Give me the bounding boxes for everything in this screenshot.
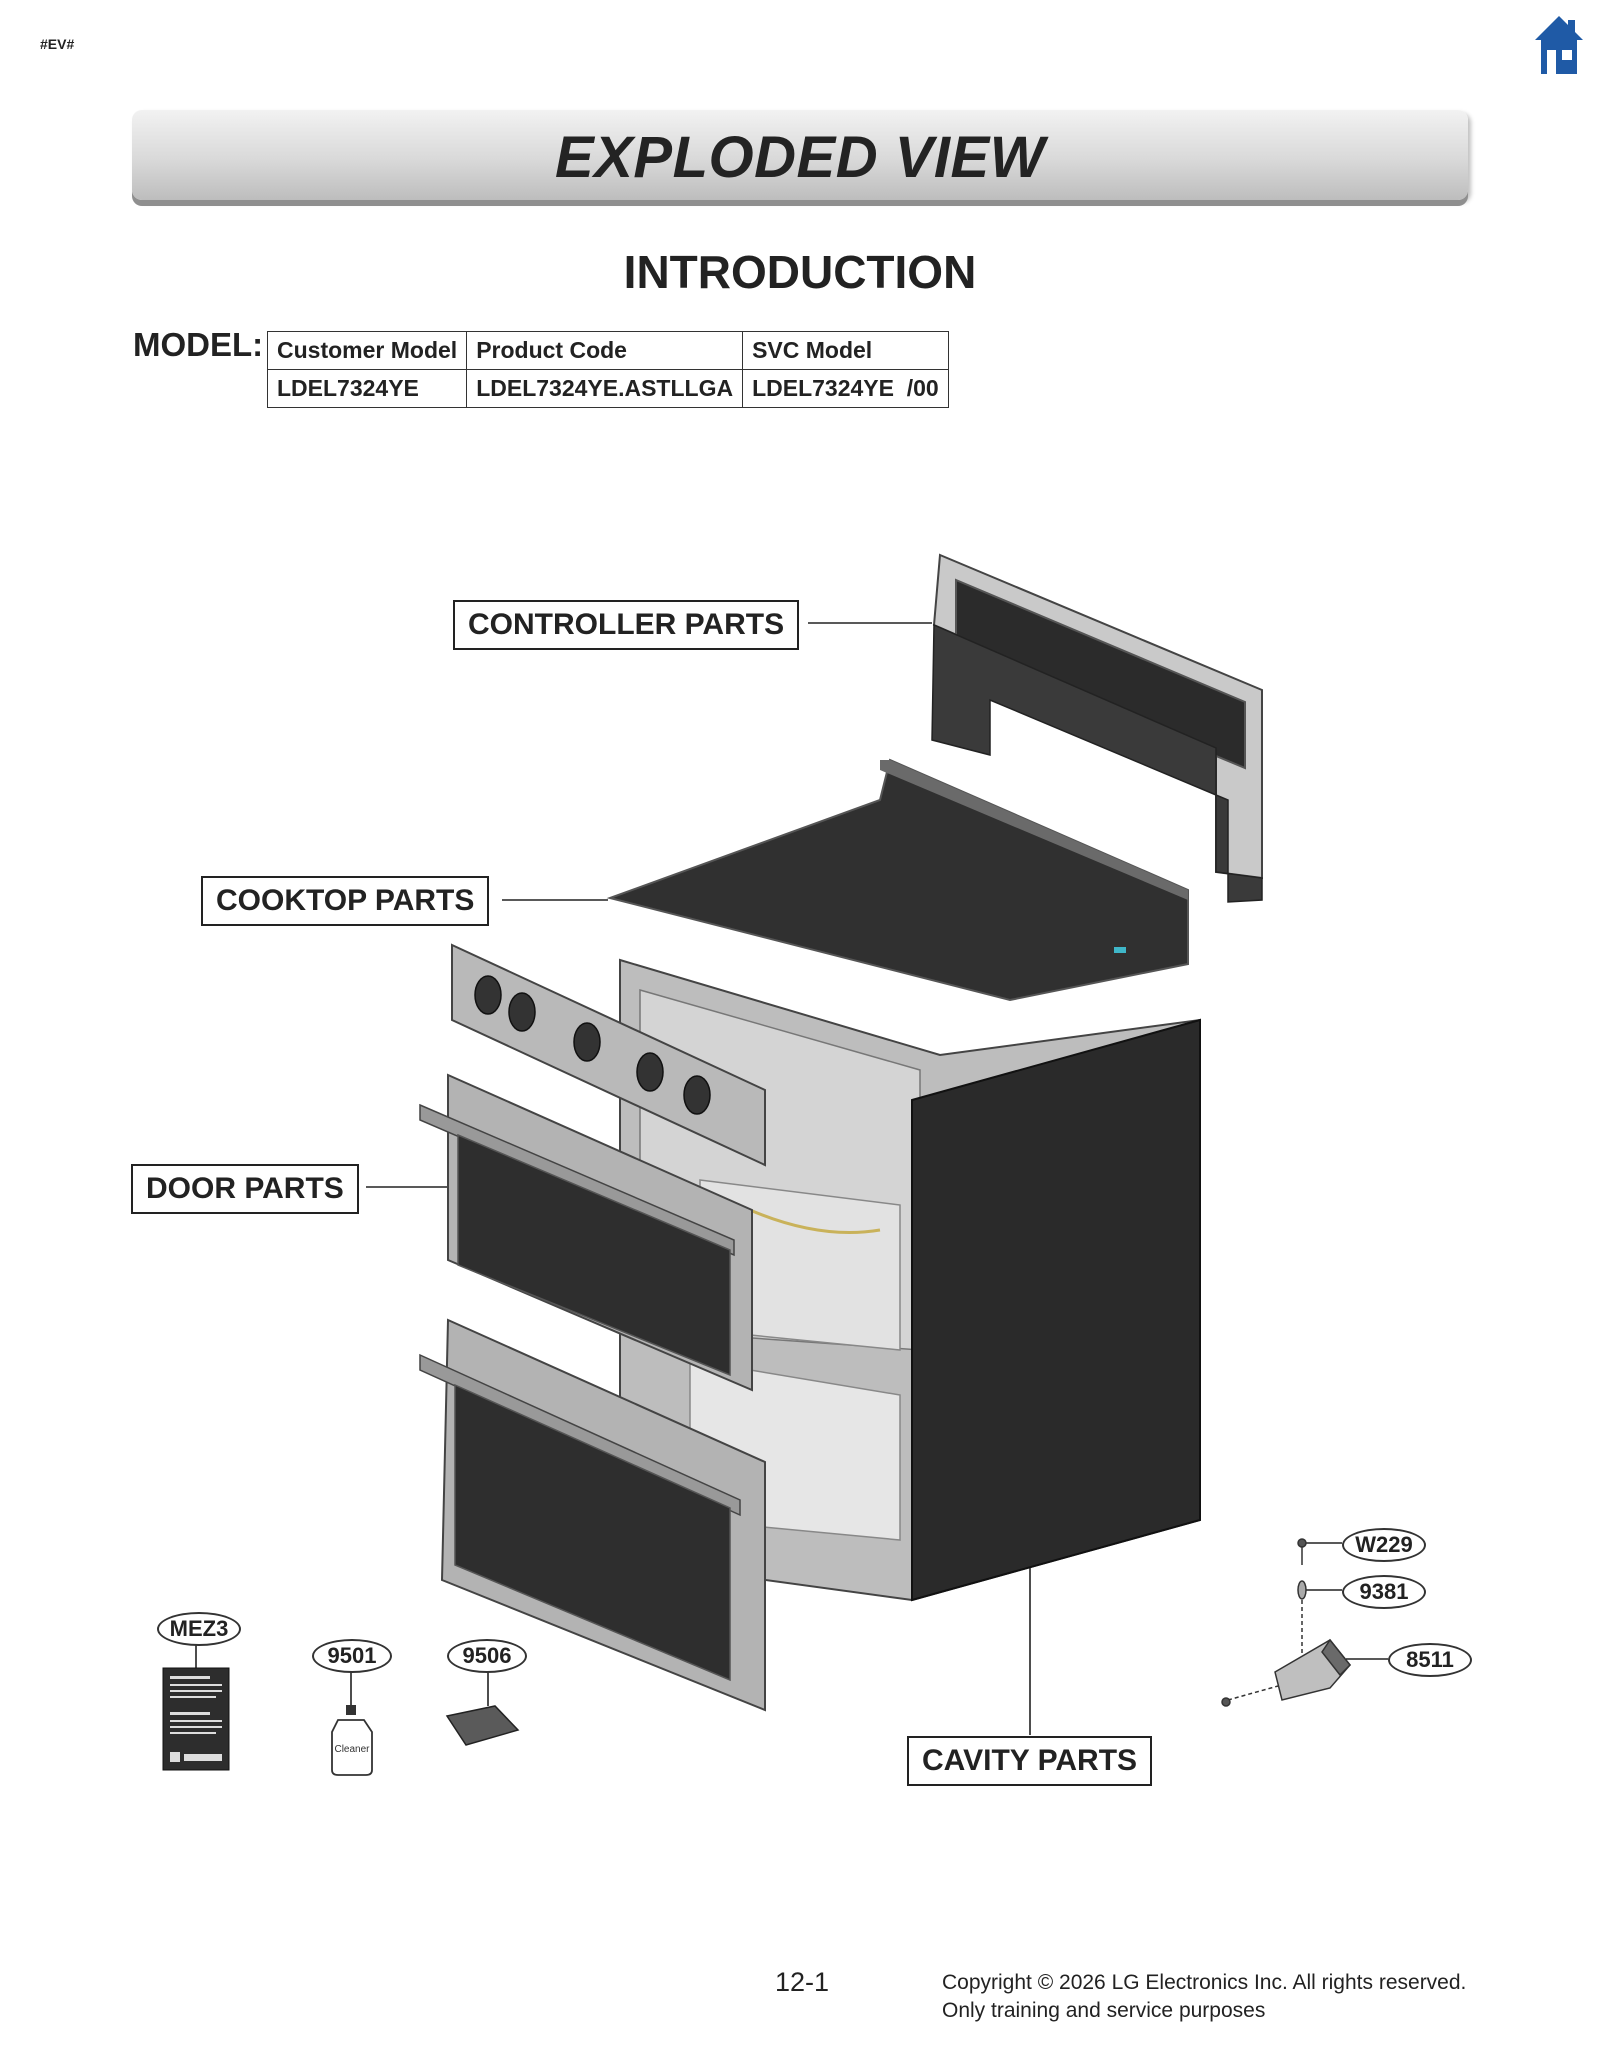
copyright-block: Copyright © 2026 LG Electronics Inc. All… bbox=[942, 1969, 1466, 2025]
usage-notice: Only training and service purposes bbox=[942, 1999, 1266, 2022]
part-number-mez3[interactable]: MEZ3 bbox=[157, 1612, 241, 1646]
warning-label-part bbox=[162, 1667, 230, 1771]
part-number-8511[interactable]: 8511 bbox=[1388, 1643, 1472, 1677]
home-icon[interactable] bbox=[1533, 14, 1585, 76]
banner-title: EXPLODED VIEW bbox=[555, 125, 1045, 190]
title-banner: EXPLODED VIEW bbox=[132, 110, 1468, 200]
table-cell: LDEL7324YE.ASTLLGA bbox=[466, 369, 744, 408]
model-table: Customer Model Product Code SVC Model LD… bbox=[266, 331, 949, 408]
upper-door bbox=[419, 1073, 753, 1392]
part-number-w229[interactable]: W229 bbox=[1342, 1528, 1426, 1562]
knob-panel bbox=[451, 943, 766, 1167]
model-label: MODEL: bbox=[133, 326, 264, 363]
table-row: LDEL7324YE LDEL7324YE.ASTLLGA LDEL7324YE… bbox=[266, 369, 949, 408]
scrub-pad-part bbox=[445, 1705, 520, 1746]
cooktop-glass bbox=[606, 758, 1189, 1002]
table-header-cell: Customer Model bbox=[266, 331, 468, 370]
controller-parts-label[interactable]: CONTROLLER PARTS bbox=[453, 600, 800, 650]
part-number-9381[interactable]: 9381 bbox=[1342, 1575, 1426, 1609]
doc-tag: #EV# bbox=[40, 36, 75, 52]
hardware-parts bbox=[1221, 1538, 1352, 1707]
page-number: 12-1 bbox=[775, 1967, 830, 1997]
cleaner-bottle-part: Cleaner bbox=[331, 1705, 373, 1776]
cooktop-parts-label[interactable]: COOKTOP PARTS bbox=[201, 876, 490, 926]
section-title: INTRODUCTION bbox=[623, 246, 977, 298]
part-number-9501[interactable]: 9501 bbox=[312, 1639, 392, 1673]
table-header-cell: SVC Model bbox=[742, 331, 949, 370]
table-cell: LDEL7324YE /00 bbox=[742, 369, 949, 408]
cleaner-label: Cleaner bbox=[334, 1744, 370, 1755]
table-cell: LDEL7324YE bbox=[266, 369, 468, 408]
copyright-text: Copyright © 2026 LG Electronics Inc. All… bbox=[942, 1971, 1467, 1994]
door-parts-label[interactable]: DOOR PARTS bbox=[131, 1164, 359, 1214]
part-number-9506[interactable]: 9506 bbox=[447, 1639, 527, 1673]
lower-door bbox=[419, 1318, 766, 1712]
controller-panel bbox=[931, 553, 1263, 903]
cavity-parts-label[interactable]: CAVITY PARTS bbox=[907, 1736, 1153, 1786]
